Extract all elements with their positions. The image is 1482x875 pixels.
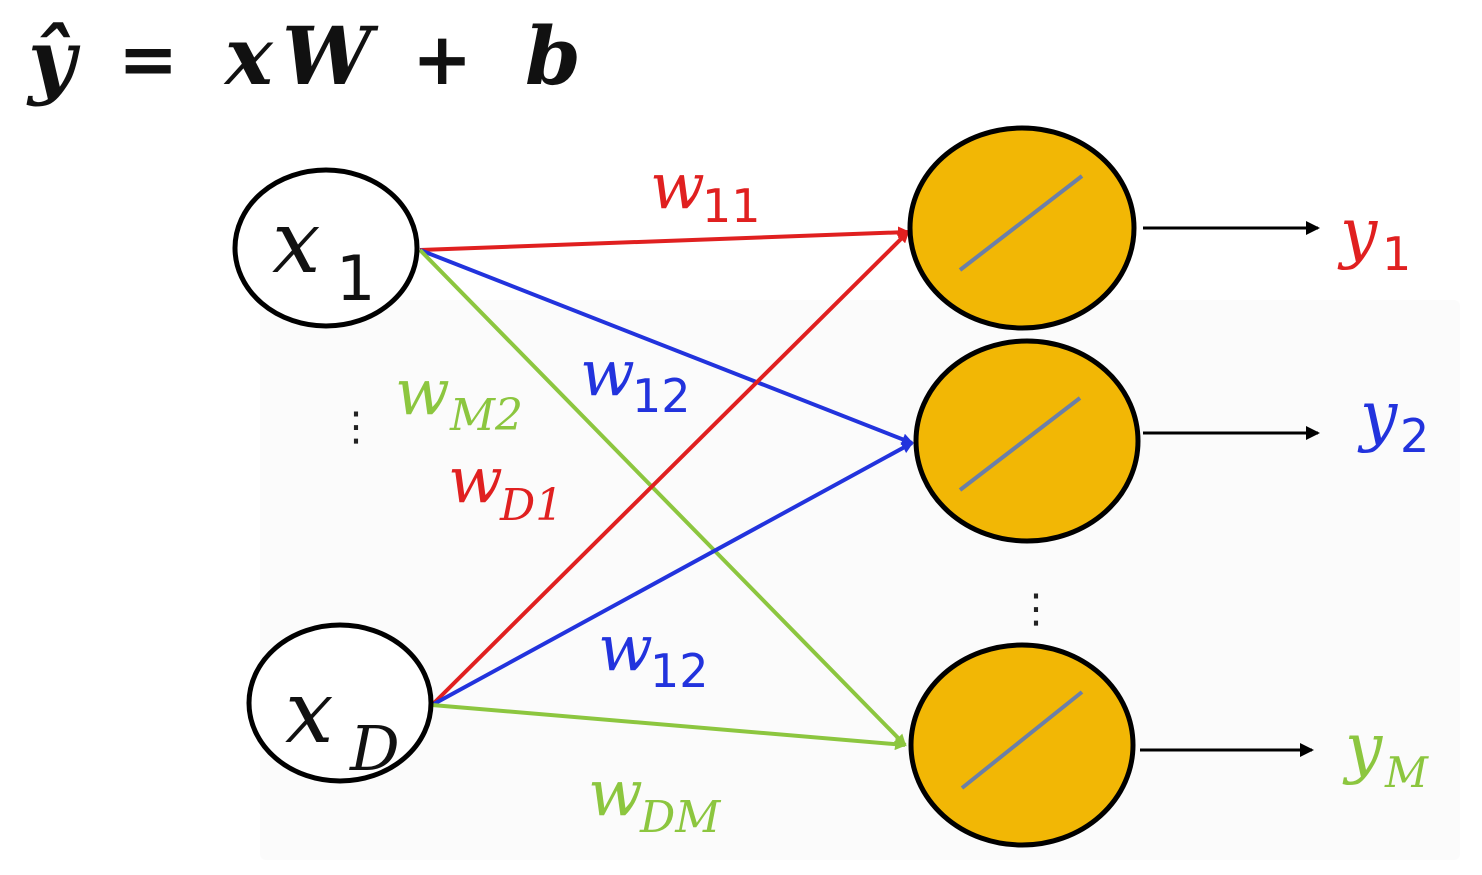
input-x1-base: x bbox=[272, 193, 321, 293]
neuron-2 bbox=[913, 338, 1141, 544]
equation-plus: + bbox=[412, 17, 472, 101]
weight-wDM-sub: DM bbox=[639, 792, 721, 843]
input-xD-base: x bbox=[285, 663, 334, 763]
weight-w12-bottom-sub: 12 bbox=[650, 644, 709, 698]
neuron-M bbox=[908, 642, 1136, 848]
weight-wDM-base: w bbox=[588, 757, 643, 831]
output-label-y2: y 2 bbox=[1357, 377, 1429, 463]
weight-label-w11: w 11 bbox=[650, 150, 761, 233]
activation-line bbox=[958, 174, 1084, 272]
activation-line bbox=[960, 690, 1084, 790]
activation-line bbox=[958, 396, 1082, 492]
weight-label-w12-bottom: w 12 bbox=[598, 612, 709, 698]
edge-x1-neuron2 bbox=[419, 248, 914, 445]
edge-x1-neuron1 bbox=[419, 226, 910, 252]
edge-xD-neuron2 bbox=[431, 441, 914, 707]
neuron-ellipsis: ⋮ bbox=[1016, 586, 1056, 632]
weight-w12-top-sub: 12 bbox=[632, 369, 691, 423]
input-node-x1: x 1 bbox=[232, 167, 420, 329]
weight-w12-top-base: w bbox=[580, 337, 635, 411]
output-label-yM: y M bbox=[1342, 709, 1429, 797]
input-node-xD: x D bbox=[246, 622, 434, 785]
input-ellipsis: ⋮ bbox=[336, 404, 376, 450]
weight-w11-base: w bbox=[650, 150, 705, 224]
weight-label-wD1: w D1 bbox=[448, 444, 563, 531]
neuron-1 bbox=[907, 125, 1137, 331]
equation-b: b bbox=[525, 9, 581, 103]
weight-label-wM2: w M2 bbox=[395, 356, 523, 441]
edge-x1-neuronM bbox=[418, 248, 907, 747]
weight-w12-bottom-base: w bbox=[598, 612, 653, 686]
weight-wD1-sub: D1 bbox=[499, 480, 563, 531]
weight-wM2-sub: M2 bbox=[449, 390, 523, 441]
output-yM-sub: M bbox=[1384, 748, 1429, 797]
background-panel bbox=[260, 300, 1460, 860]
edge-xD-neuron1 bbox=[430, 230, 910, 707]
input-xD-sub: D bbox=[349, 712, 400, 785]
edge-xD-neuronM bbox=[431, 703, 907, 751]
weight-wM2-base: w bbox=[395, 356, 450, 430]
output-y2-sub: 2 bbox=[1400, 409, 1429, 463]
weight-wD1-base: w bbox=[448, 444, 503, 518]
equation-x: x bbox=[223, 9, 274, 103]
equation-equals: = bbox=[118, 17, 178, 101]
equation: ŷ = x W + b bbox=[26, 9, 581, 108]
output-y1-sub: 1 bbox=[1382, 227, 1411, 281]
output-yM-base: y bbox=[1342, 709, 1383, 786]
equation-W: W bbox=[282, 9, 379, 103]
output-label-y1: y 1 bbox=[1337, 194, 1411, 281]
input-x1-sub: 1 bbox=[336, 242, 375, 315]
weight-w11-sub: 11 bbox=[702, 179, 761, 233]
weight-label-wDM: w DM bbox=[588, 757, 721, 843]
output-y2-base: y bbox=[1357, 377, 1398, 454]
output-arrows bbox=[1140, 221, 1320, 757]
output-y1-base: y bbox=[1337, 194, 1378, 271]
weight-label-w12-top: w 12 bbox=[580, 337, 691, 423]
equation-yhat: ŷ bbox=[26, 12, 81, 108]
edges bbox=[418, 226, 914, 751]
